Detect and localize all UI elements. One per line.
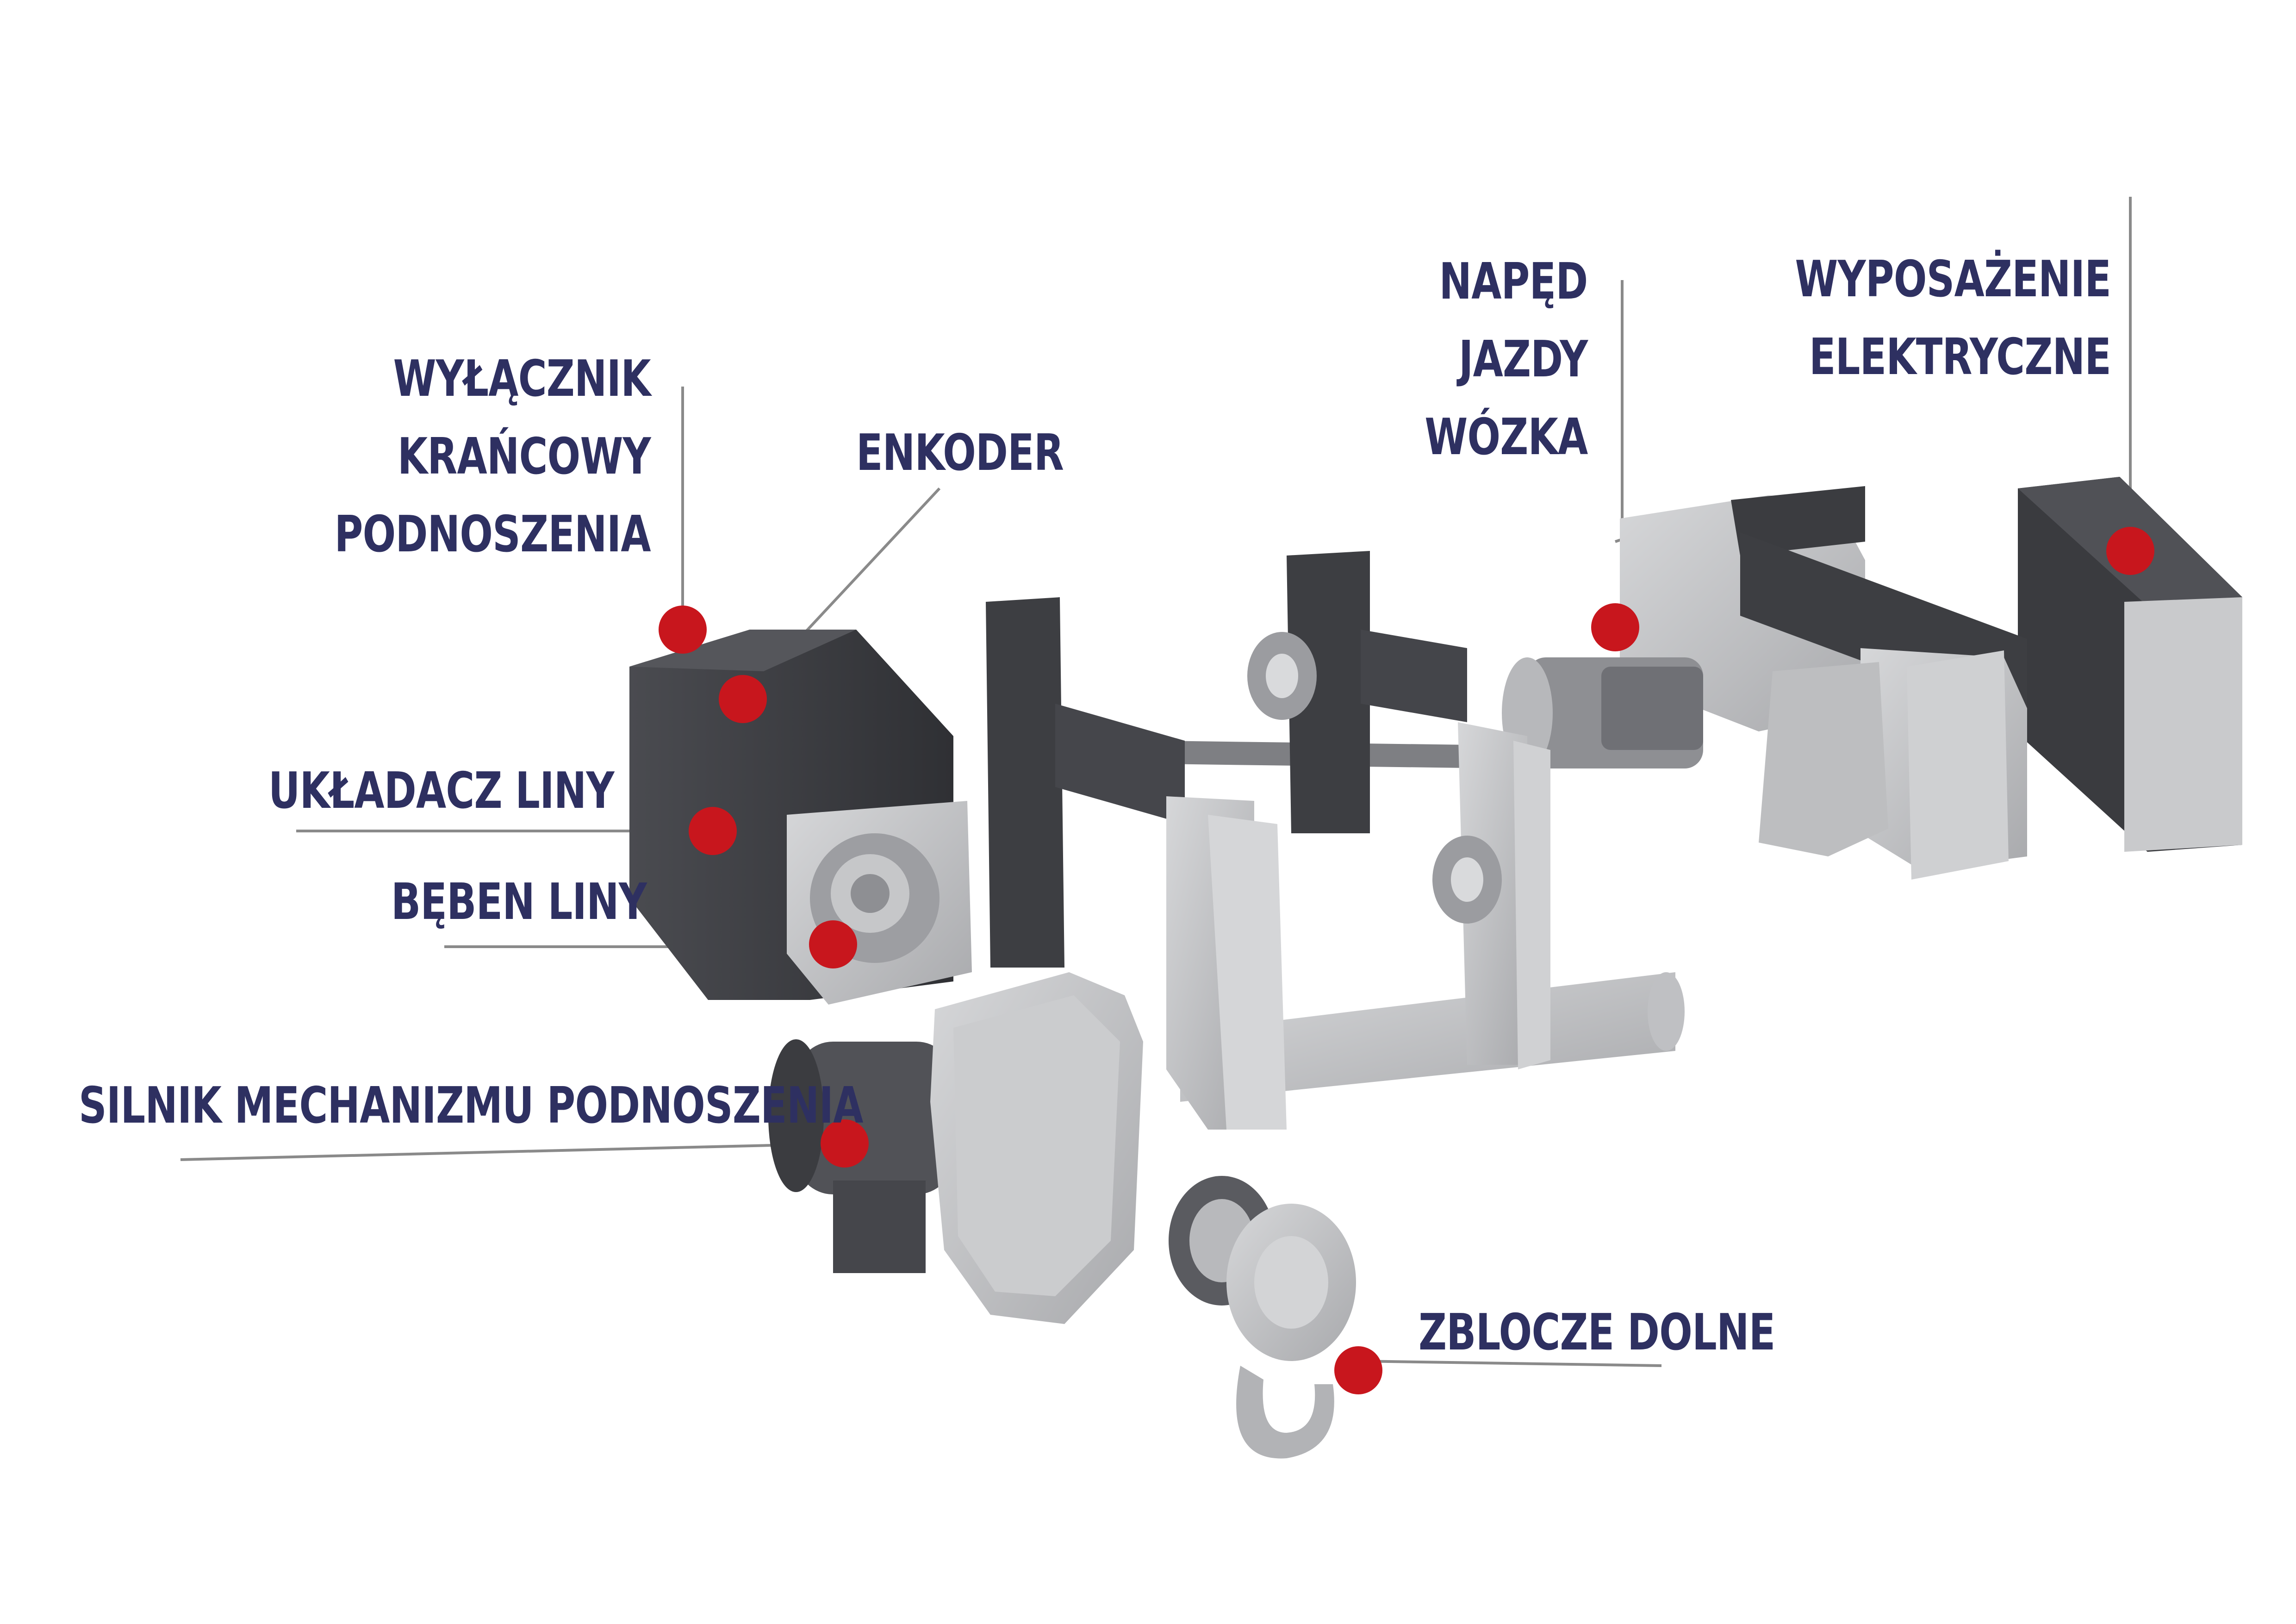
label-trolley-drive-line-3: WÓZKA [1425, 408, 1588, 466]
label-trolley-drive-line-1: NAPĘD [1439, 253, 1588, 311]
marker-trolley-drive [1591, 603, 1639, 651]
marker-rope-drum [809, 920, 857, 968]
label-limit-switch-line-1: WYŁĄCZNIK [393, 350, 651, 408]
rope-drum-housing [629, 630, 972, 1005]
label-electrical-line-2: ELEKTRYCZNE [1809, 328, 2111, 386]
label-limit-switch: WYŁĄCZNIK KRAŃCOWY PODNOSZENIA [335, 340, 651, 574]
marker-hoist-motor [821, 1119, 869, 1168]
marker-rope-guide [689, 807, 737, 855]
trolley-drive-assembly [1502, 486, 2027, 880]
label-electrical: WYPOSAŻENIE ELEKTRYCZNE [1795, 241, 2111, 396]
label-trolley-drive-line-2: JAZDY [1459, 331, 1588, 388]
label-limit-switch-line-2: KRAŃCOWY [398, 428, 651, 486]
label-bottom-block: ZBLOCZE DOLNE [1419, 1304, 1775, 1362]
label-trolley-drive: NAPĘD JAZDY WÓZKA [1425, 243, 1588, 476]
markers [659, 527, 2154, 1394]
marker-bottom-block [1334, 1346, 1382, 1394]
marker-encoder [719, 675, 767, 723]
bottom-block [1169, 1176, 1356, 1459]
marker-limit-switch [659, 606, 707, 654]
marker-electrical [2106, 527, 2154, 575]
label-limit-switch-line-3: PODNOSZENIA [334, 506, 651, 563]
label-rope-drum: BĘBEN LINY [391, 873, 647, 931]
label-encoder: ENKODER [856, 424, 1064, 482]
label-electrical-line-1: WYPOSAŻENIE [1795, 250, 2111, 308]
trolley-frame [986, 551, 1685, 1130]
label-rope-guide: UKŁADACZ LINY [268, 762, 614, 820]
hoist-motor [768, 972, 1143, 1324]
label-hoist-motor: SILNIK MECHANIZMU PODNOSZENIA [79, 1077, 863, 1135]
